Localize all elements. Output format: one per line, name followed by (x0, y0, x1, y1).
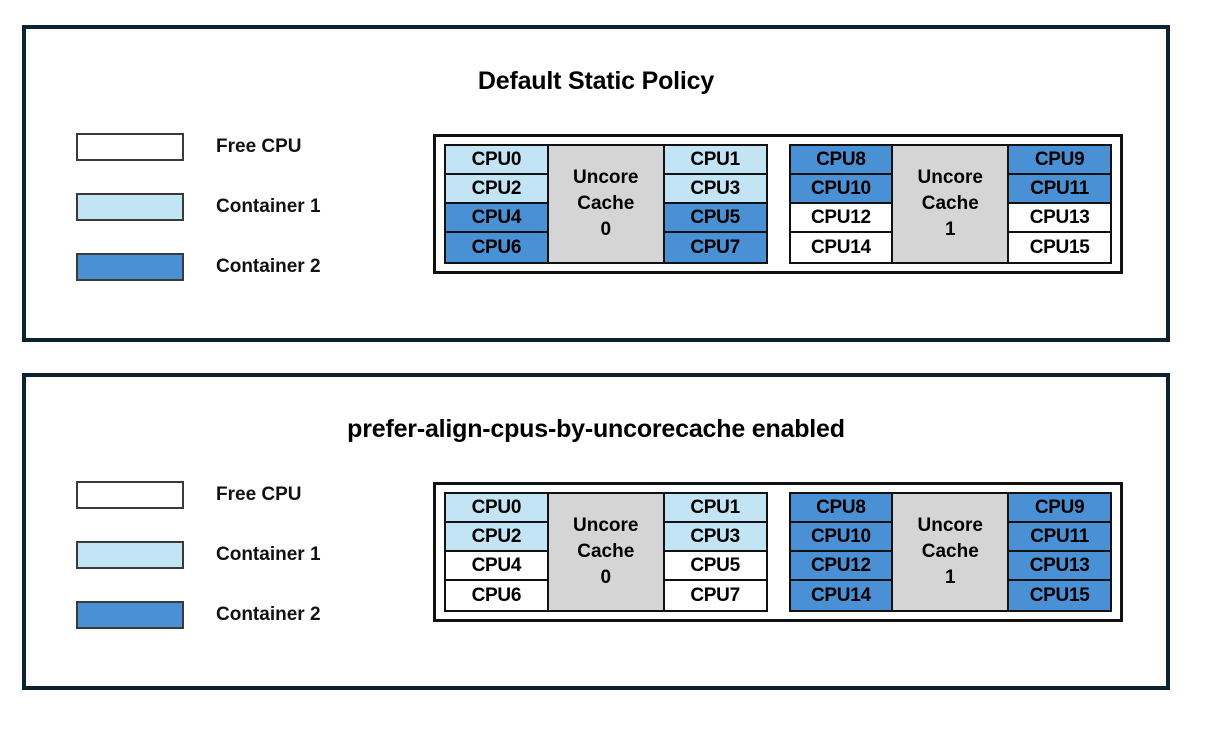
cpu-cell: CPU4 (446, 204, 547, 233)
legend-label-container-2: Container 2 (216, 604, 321, 625)
cpu-cell: CPU0 (446, 146, 547, 175)
uncore-cache-label: Uncore Cache 0 (546, 494, 665, 610)
cpu-cell: CPU3 (664, 175, 766, 204)
cpu-column-right: CPU1 CPU3 CPU5 CPU7 (664, 146, 766, 262)
legend-label-container-2: Container 2 (216, 256, 321, 277)
uncore-cache-group-0: CPU0 CPU2 CPU4 CPU6 Uncore Cache 0 CPU1 … (444, 492, 768, 612)
cpu-column-right: CPU9 CPU11 CPU13 CPU15 (1009, 146, 1110, 262)
cpu-cell: CPU7 (664, 233, 766, 262)
cpu-cell: CPU10 (790, 523, 892, 552)
cpu-cell: CPU4 (446, 552, 547, 581)
legend-label-free-cpu: Free CPU (216, 136, 302, 157)
legend-swatch-free-cpu (76, 133, 184, 161)
cpu-cell: CPU14 (790, 581, 892, 610)
legend-label-container-1: Container 1 (216, 544, 321, 565)
cpu-cell: CPU6 (446, 233, 547, 262)
cpu-cell: CPU2 (446, 523, 547, 552)
uncore-cache-label-line-1: Uncore (917, 514, 983, 536)
cpu-cell: CPU12 (790, 204, 892, 233)
cpu-cell: CPU10 (790, 175, 892, 204)
cpu-topology-diagram: CPU0 CPU2 CPU4 CPU6 Uncore Cache 0 CPU1 … (433, 482, 1123, 622)
legend-item-free-cpu: Free CPU (76, 465, 376, 525)
cpu-cell: CPU15 (1009, 233, 1110, 262)
cpu-cell: CPU11 (1009, 523, 1110, 552)
legend-label-free-cpu: Free CPU (216, 484, 302, 505)
panel-prefer-align-cpus-by-uncorecache: prefer-align-cpus-by-uncorecache enabled… (22, 373, 1170, 690)
cpu-cell: CPU9 (1009, 494, 1110, 523)
uncore-cache-label-line-2: Cache (577, 192, 635, 214)
cpu-cell: CPU15 (1009, 581, 1110, 610)
cpu-topology-diagram: CPU0 CPU2 CPU4 CPU6 Uncore Cache 0 CPU1 … (433, 134, 1123, 274)
legend-swatch-free-cpu (76, 481, 184, 509)
cpu-cell: CPU6 (446, 581, 547, 610)
uncore-cache-group-1: CPU8 CPU10 CPU12 CPU14 Uncore Cache 1 CP… (788, 144, 1112, 264)
legend-item-container-1: Container 1 (76, 177, 376, 237)
cpu-column-left: CPU8 CPU10 CPU12 CPU14 (790, 146, 892, 262)
panel-title: prefer-align-cpus-by-uncorecache enabled (347, 415, 845, 443)
cpu-column-right: CPU1 CPU3 CPU5 CPU7 (664, 494, 766, 610)
cpu-cell: CPU9 (1009, 146, 1110, 175)
legend-swatch-container-2 (76, 253, 184, 281)
cpu-cell: CPU8 (790, 146, 892, 175)
legend-swatch-container-1 (76, 541, 184, 569)
cpu-column-left: CPU0 CPU2 CPU4 CPU6 (446, 494, 547, 610)
cpu-cell: CPU11 (1009, 175, 1110, 204)
cpu-cell: CPU5 (664, 204, 766, 233)
cpu-cell: CPU14 (790, 233, 892, 262)
uncore-cache-label-line-2: Cache (921, 192, 979, 214)
legend-item-container-2: Container 2 (76, 585, 376, 645)
uncore-cache-label-line-2: Cache (577, 540, 635, 562)
uncore-cache-label-line-1: Uncore (917, 166, 983, 188)
panel-title: Default Static Policy (477, 67, 715, 95)
cpu-cell: CPU13 (1009, 552, 1110, 581)
uncore-cache-label-line-2: Cache (921, 540, 979, 562)
cpu-cell: CPU8 (790, 494, 892, 523)
cpu-cell: CPU13 (1009, 204, 1110, 233)
legend-item-free-cpu: Free CPU (76, 117, 376, 177)
uncore-cache-group-1: CPU8 CPU10 CPU12 CPU14 Uncore Cache 1 CP… (788, 492, 1112, 612)
uncore-cache-label: Uncore Cache 1 (891, 146, 1010, 262)
cpu-column-left: CPU0 CPU2 CPU4 CPU6 (446, 146, 547, 262)
cpu-column-left: CPU8 CPU10 CPU12 CPU14 (790, 494, 892, 610)
cpu-cell: CPU1 (664, 146, 766, 175)
cpu-cell: CPU5 (664, 552, 766, 581)
legend-item-container-2: Container 2 (76, 237, 376, 297)
legend: Free CPU Container 1 Container 2 (76, 117, 376, 297)
cpu-cell: CPU7 (664, 581, 766, 610)
legend: Free CPU Container 1 Container 2 (76, 465, 376, 645)
cpu-cell: CPU1 (664, 494, 766, 523)
uncore-cache-label-line-3: 1 (944, 567, 956, 589)
legend-swatch-container-2 (76, 601, 184, 629)
uncore-cache-label-line-3: 0 (600, 219, 612, 241)
uncore-cache-label-line-1: Uncore (573, 514, 639, 536)
uncore-cache-label: Uncore Cache 1 (891, 494, 1010, 610)
legend-swatch-container-1 (76, 193, 184, 221)
uncore-cache-label-line-3: 0 (600, 567, 612, 589)
uncore-cache-label: Uncore Cache 0 (546, 146, 665, 262)
legend-label-container-1: Container 1 (216, 196, 321, 217)
cpu-cell: CPU3 (664, 523, 766, 552)
cpu-column-right: CPU9 CPU11 CPU13 CPU15 (1009, 494, 1110, 610)
legend-item-container-1: Container 1 (76, 525, 376, 585)
panel-default-static-policy: Default Static Policy Free CPU Container… (22, 25, 1170, 342)
uncore-cache-label-line-3: 1 (944, 219, 956, 241)
uncore-cache-group-0: CPU0 CPU2 CPU4 CPU6 Uncore Cache 0 CPU1 … (444, 144, 768, 264)
cpu-cell: CPU0 (446, 494, 547, 523)
cpu-cell: CPU12 (790, 552, 892, 581)
cpu-cell: CPU2 (446, 175, 547, 204)
uncore-cache-label-line-1: Uncore (573, 166, 639, 188)
